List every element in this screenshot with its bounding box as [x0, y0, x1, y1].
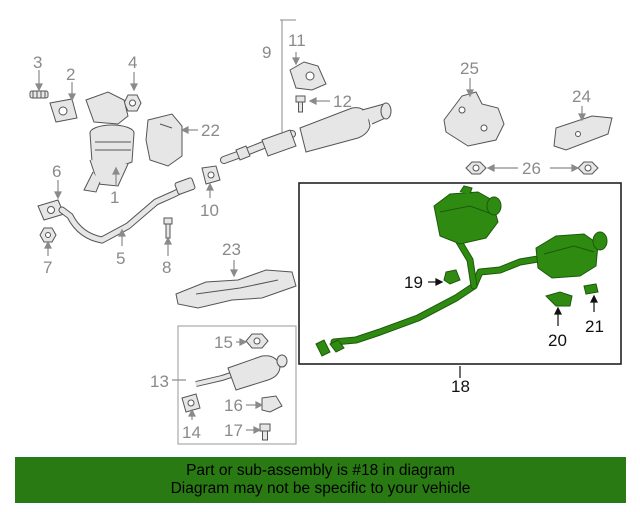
callout-12: 12 — [333, 92, 352, 111]
front-flange — [315, 339, 331, 357]
callout-26: 26 — [522, 159, 541, 178]
insulator-part-26-right — [577, 161, 599, 175]
heat-shield-part-24 — [553, 115, 613, 151]
bolt-part-17 — [259, 423, 271, 441]
nut-part-7 — [39, 227, 57, 243]
rear-exhaust-assembly-part-18[interactable] — [315, 185, 608, 357]
callout-1: 1 — [110, 188, 119, 207]
muffler-pipe-part-13 — [195, 354, 288, 391]
callout-20: 20 — [548, 331, 567, 350]
insulator-part-15 — [245, 333, 269, 349]
callout-10: 10 — [200, 201, 219, 220]
callout-11: 11 — [288, 31, 306, 50]
callout-15: 15 — [214, 333, 233, 352]
callout-21: 21 — [585, 317, 604, 336]
nut-part-4 — [123, 94, 142, 112]
gasket-part-10 — [201, 165, 221, 185]
callout-13: 13 — [150, 372, 169, 391]
callout-numbers-gray: 1 2 3 4 5 6 7 8 9 10 11 12 13 14 15 16 1… — [33, 31, 591, 442]
stud-part-3 — [29, 90, 49, 99]
front-pipe-part-5 — [58, 177, 196, 244]
gasket-part-14 — [181, 393, 201, 413]
catalytic-converter-part-1 — [83, 91, 135, 193]
info-banner: Part or sub-assembly is #18 in diagram D… — [15, 457, 626, 503]
insulator-part-26-left — [465, 161, 487, 175]
insulator-part-19 — [443, 269, 461, 285]
bracket-part-25 — [443, 91, 505, 147]
hanger-part-11 — [289, 61, 327, 91]
banner-line-2: Diagram may not be specific to your vehi… — [170, 480, 471, 497]
callout-19: 19 — [404, 273, 423, 292]
callout-4: 4 — [128, 53, 137, 72]
callout-7: 7 — [43, 258, 52, 277]
exhaust-parts-diagram: 1 2 3 4 5 6 7 8 9 10 11 12 13 14 15 16 1… — [29, 19, 622, 445]
callout-24: 24 — [572, 87, 591, 106]
gasket-part-2 — [49, 98, 78, 123]
bolt-part-12 — [295, 95, 306, 113]
intermediate-pipe-part-9 — [220, 102, 392, 164]
callout-25: 25 — [460, 59, 479, 78]
callout-bracket-9 — [280, 19, 296, 134]
callout-23: 23 — [222, 240, 241, 259]
callout-14: 14 — [182, 423, 201, 442]
callout-2: 2 — [66, 65, 75, 84]
callout-3: 3 — [33, 53, 42, 72]
left-muffler — [433, 191, 499, 245]
clamp-part-16 — [261, 395, 283, 413]
callout-6: 6 — [52, 162, 61, 181]
sub-assembly-box-13 — [177, 325, 297, 445]
callout-8: 8 — [162, 258, 171, 277]
right-muffler — [535, 233, 599, 279]
callout-18: 18 — [451, 377, 470, 396]
callout-17: 17 — [224, 421, 243, 440]
banner-line-1: Part or sub-assembly is #18 in diagram — [186, 462, 455, 479]
bolt-part-21 — [583, 283, 599, 295]
callout-5: 5 — [116, 249, 125, 268]
callout-9: 9 — [262, 43, 271, 62]
parts-artwork — [29, 61, 613, 445]
heat-shield-part-22 — [145, 113, 183, 167]
leader-lines-black — [428, 278, 598, 378]
heat-shield-part-23 — [175, 269, 297, 309]
bolt-part-8 — [163, 217, 173, 239]
hanger-part-20 — [545, 291, 573, 307]
callout-numbers-black: 18 19 20 21 — [404, 273, 604, 396]
callout-16: 16 — [224, 396, 243, 415]
callout-22: 22 — [201, 121, 220, 140]
leader-lines-gray — [35, 52, 586, 434]
